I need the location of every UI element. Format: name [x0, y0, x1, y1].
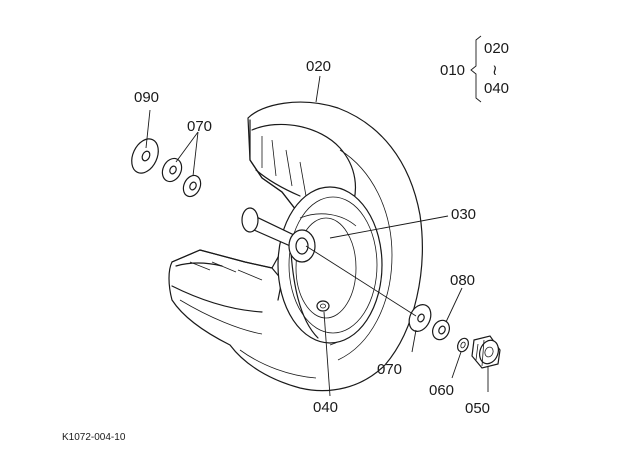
- label-080: 080: [450, 272, 476, 289]
- label-020: 020: [306, 58, 332, 75]
- hub: [241, 207, 316, 263]
- figure-code: K1072-004-10: [62, 432, 126, 443]
- washer-080: [432, 319, 450, 341]
- label-range-start: 020: [484, 40, 510, 57]
- rim-030: [277, 186, 383, 344]
- label-010: 010: [440, 62, 466, 79]
- label-090: 090: [134, 89, 160, 106]
- label-range-sep: ≀: [492, 62, 498, 79]
- washer-090: [131, 138, 159, 174]
- range-bracket: [470, 35, 482, 103]
- leader-lines: [145, 75, 489, 397]
- label-060: 060: [429, 382, 455, 399]
- cap-nut-050: [471, 335, 501, 369]
- label-070-bottom: 070: [377, 361, 403, 378]
- label-range-end: 040: [484, 80, 510, 97]
- washer-070-bottom: [408, 304, 432, 332]
- valve-040: [316, 300, 330, 312]
- label-030: 030: [451, 206, 477, 223]
- label-050: 050: [465, 400, 491, 417]
- washer-070-top-a: [161, 157, 183, 183]
- label-070-top: 070: [187, 118, 213, 135]
- spring-washer-060: [456, 337, 470, 353]
- washer-070-top-b: [182, 174, 202, 198]
- label-040: 040: [313, 399, 339, 416]
